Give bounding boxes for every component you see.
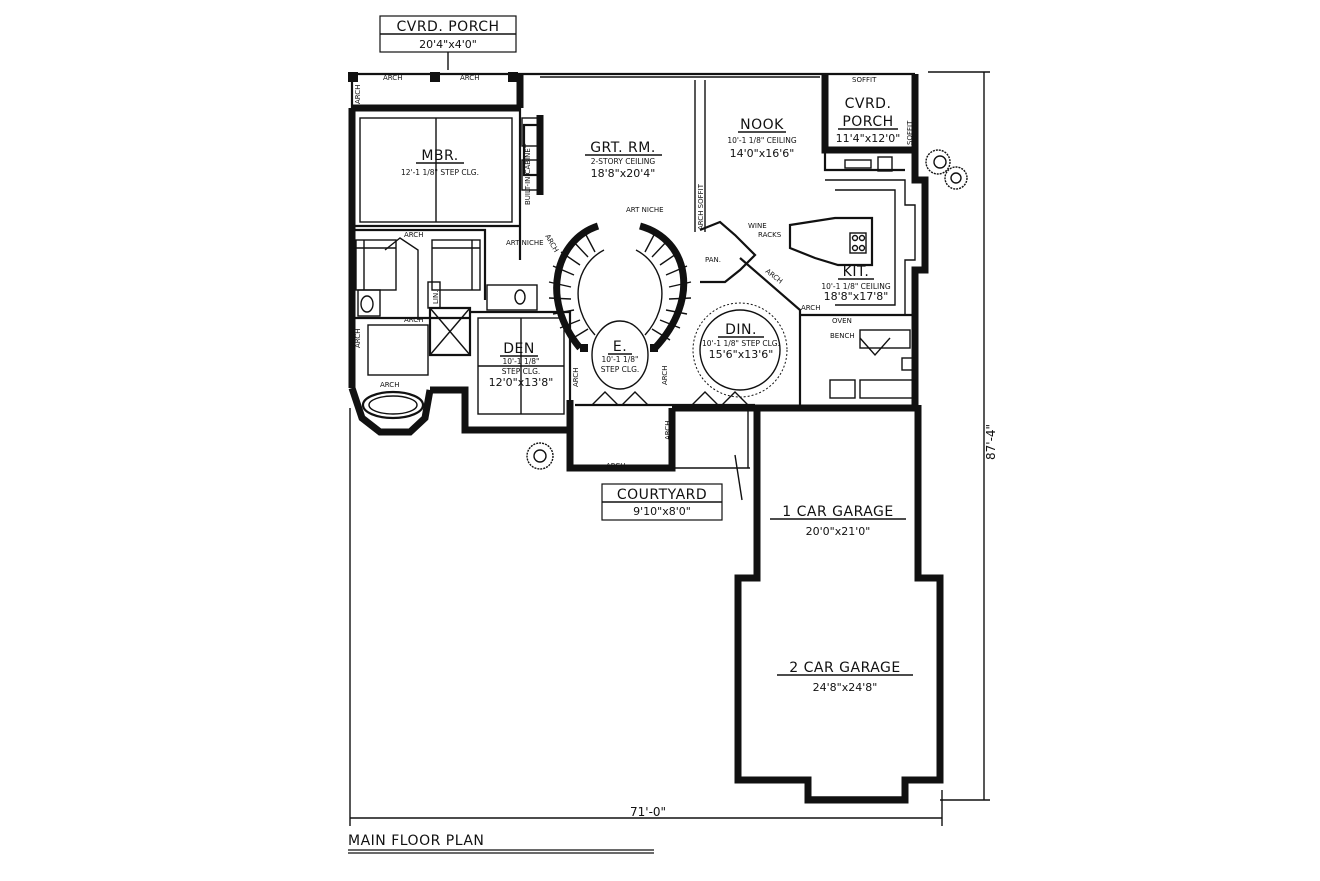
width-dimension: 71'-0" (630, 805, 666, 819)
wine-racks-label-2: RACKS (758, 231, 782, 239)
nook-name: NOOK (740, 117, 784, 133)
bench-label: BENCH (830, 332, 855, 340)
arch-label-3: ARCH (354, 85, 362, 104)
kitchen-dim: 18'8"x17'8" (824, 290, 889, 303)
garage1-name: 1 CAR GARAGE (782, 504, 894, 520)
arch-label-13: ARCH (764, 267, 784, 285)
arch-label-4: ARCH (404, 231, 423, 239)
interior-walls (352, 80, 916, 501)
art-niche-label-1: ART NICHE (506, 239, 544, 247)
arch-label-12: ARCH (606, 462, 625, 470)
great-room-dim: 18'8"x20'4" (591, 167, 656, 180)
great-room-name: GRT. RM. (590, 140, 656, 156)
art-niche-label-2: ART NICHE (626, 206, 664, 214)
soffit-label-2: SOFFIT (906, 120, 914, 145)
arch-label-8: ARCH (543, 233, 560, 254)
mbr-name: MBR. (421, 148, 458, 164)
great-room-note: 2-STORY CEILING (591, 157, 656, 166)
arch-label-6: ARCH (354, 329, 362, 348)
den-note2: STEP CLG. (502, 367, 541, 376)
porch-side-name2: PORCH (842, 114, 893, 130)
pantry-label: PAN. (705, 256, 721, 264)
garage1-dim: 20'0"x21'0" (806, 525, 871, 538)
courtyard-label: COURTYARD 9'10"x8'0" (601, 483, 723, 521)
entry-name: E. (613, 339, 627, 355)
exterior-walls (348, 72, 929, 472)
dining-name: DIN. (725, 322, 757, 338)
arch-label-1: ARCH (383, 74, 402, 82)
dining-note: 10'-1 1/8" STEP CLG. (702, 339, 780, 348)
garage2-dim: 24'8"x24'8" (813, 681, 878, 694)
entry-note2: STEP CLG. (601, 365, 640, 374)
depth-dimension: 87'-4" (984, 424, 998, 460)
room-labels: MBR. 12'-1 1/8" STEP CLG. GRT. RM. 2-STO… (401, 96, 913, 694)
entry-note1: 10'-1 1/8" (602, 355, 639, 364)
arch-label-11: ARCH (664, 421, 672, 440)
porch-side-name1: CVRD. (845, 96, 892, 112)
lin-label: LIN. (432, 291, 440, 304)
nook-dim: 14'0"x16'6" (730, 147, 795, 160)
mbr-note: 12'-1 1/8" STEP CLG. (401, 168, 479, 177)
den-note1: 10'-1 1/8" (503, 357, 540, 366)
arch-label-9: ARCH (572, 368, 580, 387)
arch-label-10: ARCH (661, 366, 669, 385)
kitchen-note: 10'-1 1/8" CEILING (821, 282, 891, 291)
arch-label-7: ARCH (380, 381, 399, 389)
wine-racks-label-1: WINE (748, 222, 767, 230)
soffit-label-1: SOFFIT (852, 76, 877, 84)
plan-title: MAIN FLOOR PLAN (348, 833, 484, 849)
dimension-lines: 71'-0" 87'-4" (349, 71, 998, 826)
dining-dim: 15'6"x13'6" (709, 348, 774, 361)
garage-walls (734, 405, 944, 804)
porch-top-dim: 20'4"x4'0" (419, 38, 477, 51)
courtyard-dim: 9'10"x8'0" (633, 505, 691, 518)
built-in-cabinet-label: BUILT-IN CABINET (524, 143, 532, 205)
arch-soffit-label: ARCH SOFFIT (697, 183, 705, 230)
arch-label-14: ARCH (801, 304, 820, 312)
kitchen-name: KIT. (843, 264, 870, 280)
arch-label-5: ARCH (404, 316, 423, 324)
porch-top-name: CVRD. PORCH (396, 19, 499, 35)
garage2-name: 2 CAR GARAGE (789, 660, 901, 676)
arch-label-2: ARCH (460, 74, 479, 82)
curved-staircase (548, 222, 692, 352)
landscape-trees (526, 149, 968, 470)
porch-side-dim: 11'4"x12'0" (836, 132, 901, 145)
courtyard-name: COURTYARD (617, 487, 707, 503)
nook-note: 10'-1 1/8" CEILING (727, 136, 797, 145)
porch-top-label: CVRD. PORCH 20'4"x4'0" (379, 15, 517, 70)
plan-title-block: MAIN FLOOR PLAN (348, 833, 654, 854)
den-dim: 12'0"x13'8" (489, 376, 554, 389)
den-name: DEN (503, 341, 535, 357)
oven-label: OVEN (832, 317, 852, 325)
